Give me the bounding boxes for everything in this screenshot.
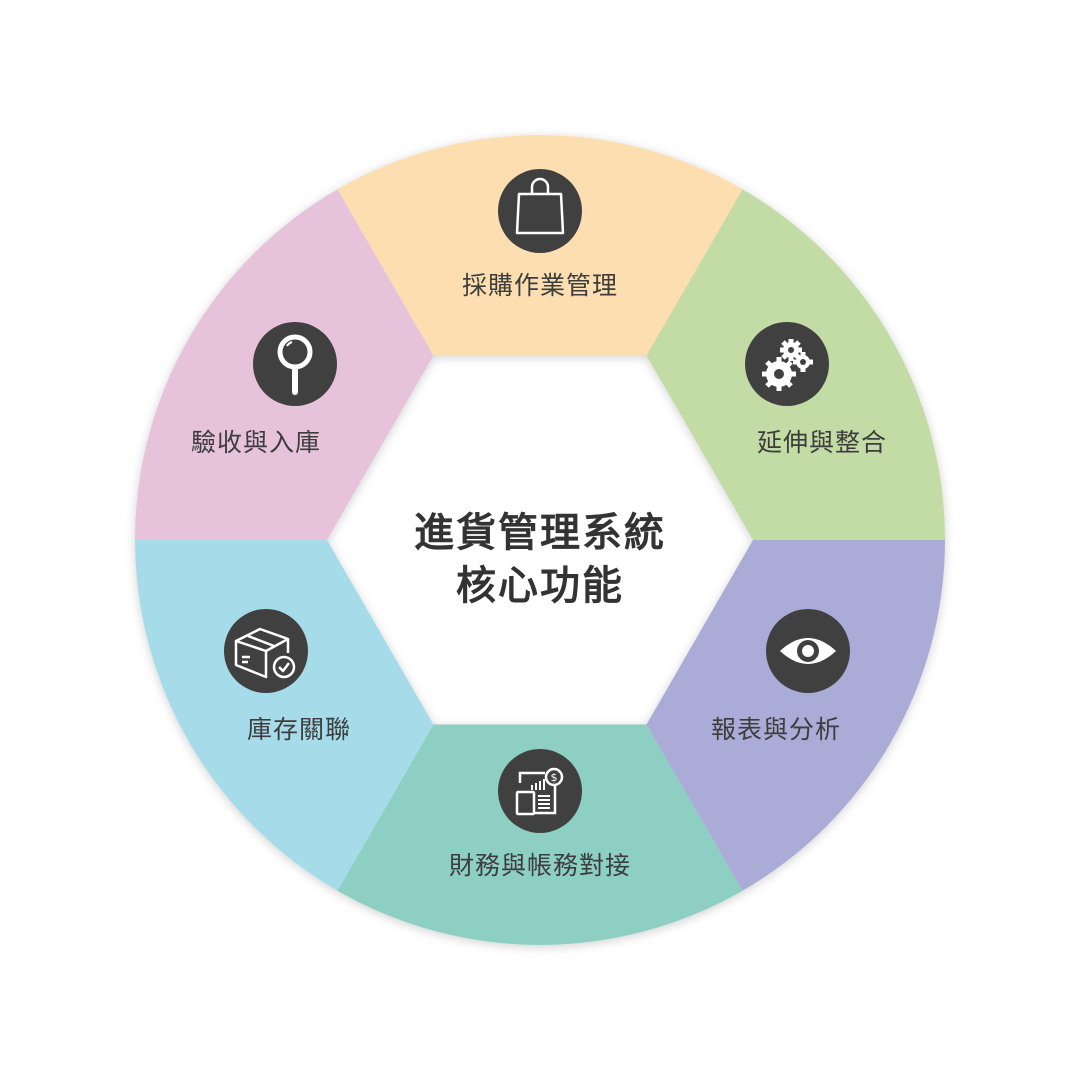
segment-lower-right	[646, 540, 945, 891]
finance-calculator-icon: $	[498, 749, 582, 833]
inventory-box-icon	[224, 609, 308, 693]
segment-bottom	[337, 724, 743, 945]
segment-label-integration: 延伸與整合	[756, 428, 888, 457]
segment-label-finance: 財務與帳務對接	[448, 851, 632, 880]
segment-label-procurement: 採購作業管理	[461, 271, 619, 300]
gears-icon	[745, 322, 829, 406]
segment-label-receiving: 驗收與入庫	[190, 428, 322, 457]
shopping-bag-icon	[498, 169, 582, 253]
eye-icon	[766, 609, 850, 693]
segment-label-inventory: 庫存關聯	[246, 715, 352, 744]
svg-text:$: $	[551, 771, 558, 784]
center-title-line2: 核心功能	[456, 563, 624, 609]
center-title-line1: 進貨管理系統	[414, 510, 666, 556]
magnifier-icon	[253, 322, 337, 406]
segment-label-reports: 報表與分析	[710, 715, 842, 744]
segment-lower-left	[135, 540, 434, 891]
